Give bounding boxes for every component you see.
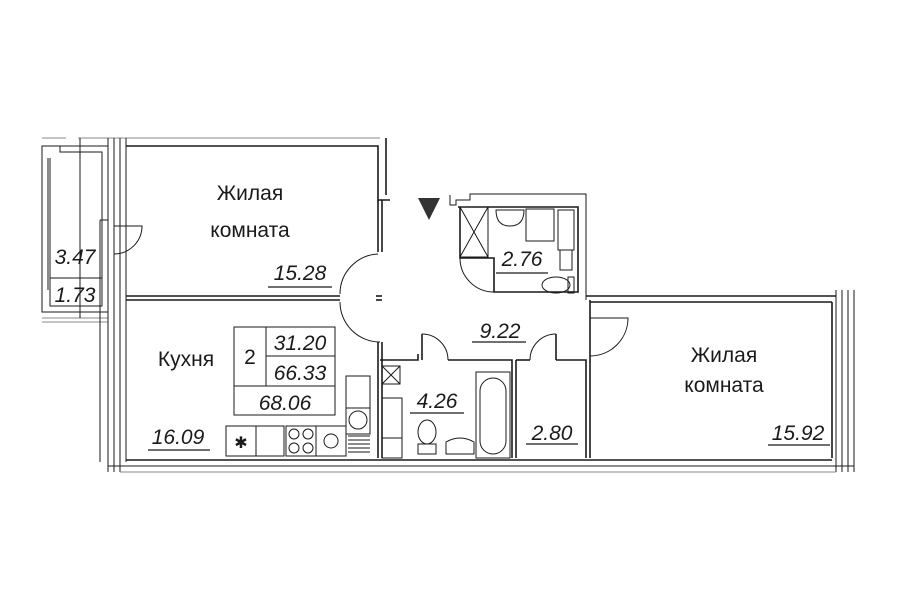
- kitchen-door: [339, 301, 381, 343]
- living-room-2-label-line1: Жилая: [691, 344, 757, 367]
- total-area: 66.33: [274, 362, 327, 385]
- kitchen-appliances: ✱: [225, 375, 371, 457]
- living-room-1-area: 15.28: [274, 262, 327, 285]
- balcony-area: 3.47: [55, 246, 97, 269]
- closet-area: 2.80: [531, 422, 573, 445]
- left-facade-wall: [99, 138, 127, 472]
- washbasin-icon: [445, 437, 475, 455]
- washer-icon: [345, 375, 371, 409]
- kitchen-label: Кухня: [158, 348, 214, 371]
- balcony-area-reduced: 1.73: [55, 284, 96, 307]
- sink-icon: [315, 425, 347, 457]
- living-room-2-area: 15.92: [772, 422, 825, 445]
- toilet-area: 2.76: [501, 248, 543, 271]
- living-room-1-label-line1: Жилая: [217, 182, 283, 205]
- living-room-1-walls: [126, 138, 390, 301]
- bathroom-area: 4.26: [417, 390, 458, 413]
- fridge-icon: ✱: [234, 435, 247, 452]
- living-room-2-label-line2: комната: [684, 374, 764, 397]
- bathtub-icon: [475, 371, 511, 459]
- toilet-icon: [417, 419, 437, 445]
- living-room-2-walls: [586, 290, 855, 472]
- bottom-facade-wall: [108, 459, 854, 473]
- balcony-door: [113, 225, 143, 255]
- living-room-1-door: [339, 253, 379, 295]
- total-area-with-balcony: 68.06: [259, 392, 312, 415]
- kitchen-area: 16.09: [152, 426, 205, 449]
- living-room-1-label-line2: комната: [210, 219, 290, 242]
- entrance-arrow-icon: [418, 198, 440, 220]
- bathroom-fixtures: [381, 365, 511, 459]
- hallway-area: 9.22: [480, 320, 521, 343]
- rooms-count: 2: [244, 346, 256, 369]
- toilet-walls: [449, 193, 587, 300]
- summary-table: [233, 326, 336, 416]
- living-area: 31.20: [274, 332, 327, 355]
